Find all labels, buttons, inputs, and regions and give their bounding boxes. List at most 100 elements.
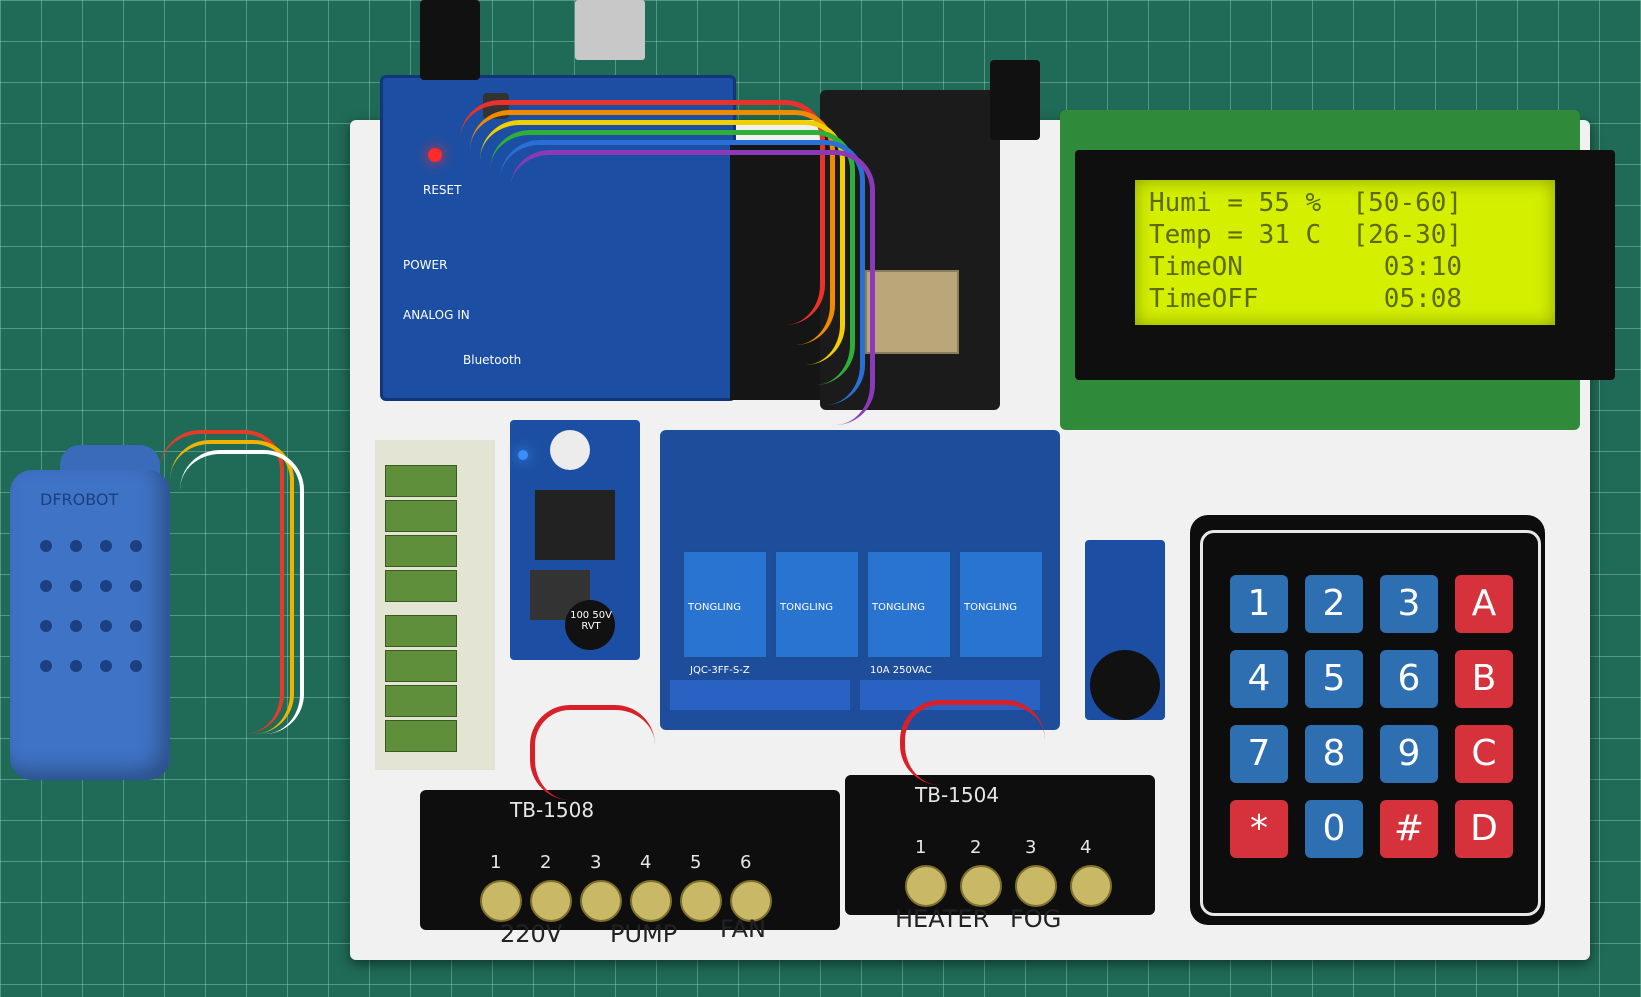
sensor-vent-hole: [40, 620, 52, 632]
power-wire-red: [900, 700, 1045, 785]
keypad-key[interactable]: 9: [1380, 725, 1438, 783]
keypad-key[interactable]: 8: [1305, 725, 1363, 783]
terminal-number: 3: [590, 852, 602, 873]
ribbon-wire-purple: [510, 150, 875, 425]
keypad-key[interactable]: B: [1455, 650, 1513, 708]
buzzer: [1090, 650, 1160, 720]
relay: TONGLING: [682, 550, 768, 659]
keypad-key[interactable]: 6: [1380, 650, 1438, 708]
sensor-vent-hole: [40, 580, 52, 592]
buck-converter-module: 100 50V RVT: [510, 420, 640, 660]
terminal-screw: [905, 865, 947, 907]
sensor-vent-hole: [130, 660, 142, 672]
relay: TONGLING: [774, 550, 860, 659]
esp-wifi-module: [865, 270, 959, 354]
capacitor: 100 50V RVT: [565, 600, 615, 650]
relay-brand: TONGLING: [872, 602, 925, 613]
sensor-wire-yellow: [170, 440, 294, 734]
terminal-label-fan: FAN: [720, 915, 766, 943]
terminal-number: 2: [970, 837, 982, 858]
keypad-key[interactable]: 4: [1230, 650, 1288, 708]
keypad-border: [1200, 530, 1541, 916]
terminal-label-pump: PUMP: [610, 920, 678, 948]
humidity-temperature-sensor: DFROBOT: [10, 470, 170, 780]
terminal-screw: [630, 880, 672, 922]
terminal-screw: [680, 880, 722, 922]
relay-rating: 10A 250VAC: [870, 665, 932, 676]
ribbon-wire-orange: [470, 110, 835, 345]
keypad-key[interactable]: 5: [1305, 650, 1363, 708]
keypad-key[interactable]: 1: [1230, 575, 1288, 633]
keypad-key[interactable]: D: [1455, 800, 1513, 858]
terminal-screw: [1015, 865, 1057, 907]
sensor-brand: DFROBOT: [40, 490, 119, 509]
keypad-key[interactable]: A: [1455, 575, 1513, 633]
relay-brand: TONGLING: [688, 602, 741, 613]
keypad-key[interactable]: 0: [1305, 800, 1363, 858]
terminal-number: 1: [490, 852, 502, 873]
screw-terminal: [385, 615, 457, 647]
sensor-vent-hole: [70, 580, 82, 592]
usb-b-port: [575, 0, 645, 60]
terminal-screw: [960, 865, 1002, 907]
keypad-key[interactable]: C: [1455, 725, 1513, 783]
relay: TONGLING: [958, 550, 1044, 659]
sensor-vent-hole: [40, 540, 52, 552]
screw-terminal-board: [375, 440, 495, 770]
terminal-label-220v: 220V: [500, 920, 563, 948]
sensor-vent-hole: [130, 620, 142, 632]
relay-model: JQC-3FF-S-Z: [690, 665, 750, 676]
sensor-vent-hole: [100, 620, 112, 632]
sensor-vent-hole: [70, 620, 82, 632]
terminal-block-model: TB-1508: [510, 798, 595, 822]
relay-brand: TONGLING: [964, 602, 1017, 613]
inductor: [535, 490, 615, 560]
keypad-key[interactable]: #: [1380, 800, 1438, 858]
keypad-key[interactable]: 7: [1230, 725, 1288, 783]
terminal-block-model: TB-1504: [915, 783, 1000, 807]
lcd-line-temperature: Temp = 31 C [26-30]: [1149, 220, 1463, 250]
sensor-vent-hole: [130, 580, 142, 592]
screw-terminal: [385, 685, 457, 717]
ribbon-wire-blue: [500, 140, 865, 405]
reset-label: RESET: [423, 183, 462, 197]
lcd-screen: Humi = 55 % [50-60] Temp = 31 C [26-30] …: [1135, 180, 1555, 325]
screw-terminal: [385, 535, 457, 567]
lcd-line-time-on: TimeON 03:10: [1149, 252, 1463, 282]
dc-jack-esp: [990, 60, 1040, 140]
sensor-vent-hole: [70, 540, 82, 552]
relay-screw-terminal: [670, 680, 850, 710]
keypad-key[interactable]: *: [1230, 800, 1288, 858]
sensor-vent-hole: [130, 540, 142, 552]
lcd-line-humidity: Humi = 55 % [50-60]: [1149, 188, 1463, 218]
ribbon-wire-yellow: [480, 120, 845, 365]
terminal-screw: [530, 880, 572, 922]
relay: TONGLING: [866, 550, 952, 659]
terminal-number: 5: [690, 852, 702, 873]
sensor-vent-hole: [100, 660, 112, 672]
terminal-screw: [480, 880, 522, 922]
terminal-screw: [580, 880, 622, 922]
terminal-label-heater: HEATER: [895, 905, 990, 933]
screw-terminal: [385, 570, 457, 602]
relay-module-4ch: TONGLING TONGLING TONGLING TONGLING JQC-…: [660, 430, 1060, 730]
sensor-vent-hole: [70, 660, 82, 672]
barrier-terminal-block-2: TB-1504 1 2 3 4: [845, 775, 1155, 915]
terminal-number: 6: [740, 852, 752, 873]
sensor-wire-white: [180, 450, 304, 734]
relay-brand: TONGLING: [780, 602, 833, 613]
ribbon-wire-green: [490, 130, 855, 385]
keypad-key[interactable]: 2: [1305, 575, 1363, 633]
screw-terminal: [385, 500, 457, 532]
barrier-terminal-block-1: TB-1508 1 2 3 4 5 6: [420, 790, 840, 930]
terminal-screw: [730, 880, 772, 922]
terminal-number: 4: [1080, 837, 1092, 858]
terminal-screw: [1070, 865, 1112, 907]
screw-terminal: [385, 465, 457, 497]
sensor-vent-hole: [100, 540, 112, 552]
lcd-line-time-off: TimeOFF 05:08: [1149, 284, 1463, 314]
keypad-key[interactable]: 3: [1380, 575, 1438, 633]
screw-terminal: [385, 650, 457, 682]
terminal-number: 3: [1025, 837, 1037, 858]
